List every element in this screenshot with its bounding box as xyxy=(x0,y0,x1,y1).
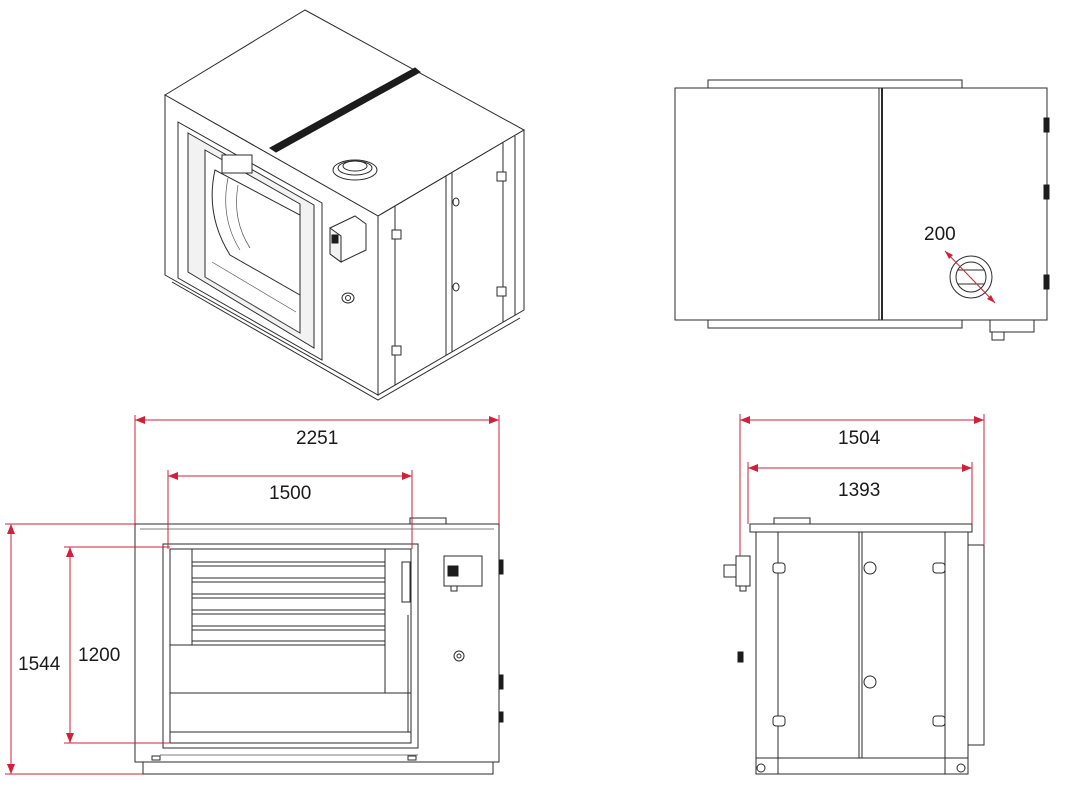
opening-width-label: 1500 xyxy=(269,483,311,504)
overall-width-label: 2251 xyxy=(296,428,338,449)
top-duct-collar xyxy=(332,159,378,181)
overall-height-label: 1544 xyxy=(18,654,61,675)
louver-blades xyxy=(169,548,412,733)
top-view: 200 xyxy=(674,79,1050,341)
opening-height-label: 1200 xyxy=(78,645,120,666)
body-depth-label: 1393 xyxy=(838,480,880,501)
overall-depth-label: 1504 xyxy=(838,428,881,449)
front-view: 2251 1500 1544 1200 xyxy=(5,415,504,775)
isometric-view xyxy=(164,9,526,401)
door-latches-iso xyxy=(391,171,507,356)
side-view: 1504 1393 xyxy=(723,414,985,775)
control-box-front xyxy=(443,555,483,592)
door-latches-side xyxy=(772,561,946,727)
duct-diameter-label: 200 xyxy=(924,224,956,245)
control-box-iso xyxy=(329,215,367,263)
